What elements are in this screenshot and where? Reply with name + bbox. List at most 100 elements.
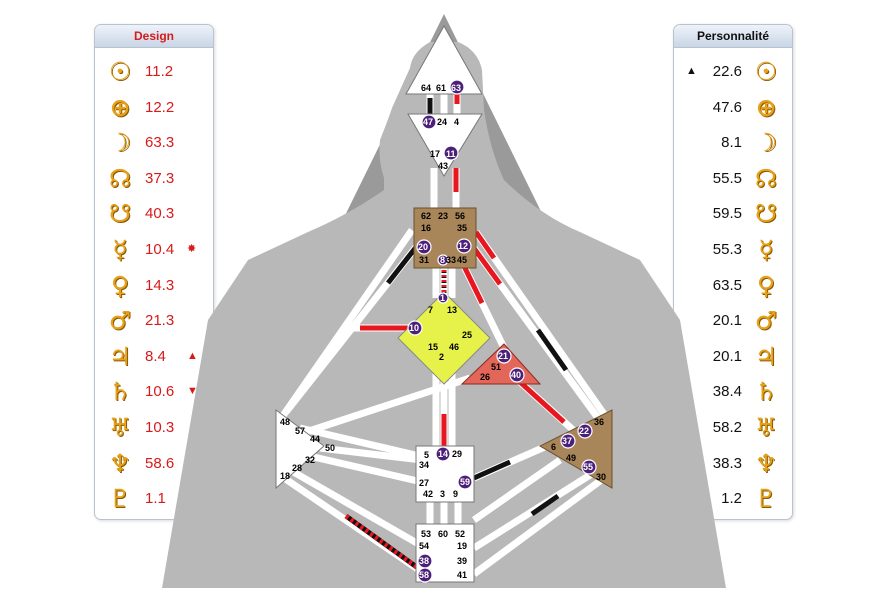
activations-layer	[344, 92, 569, 571]
personality-row-moon: ☽8.1	[674, 127, 792, 161]
south-node-icon: ☋	[754, 199, 778, 229]
gate-label: 60	[438, 529, 448, 539]
design-row-mercury: ☿ 10.4 ✸	[95, 234, 213, 268]
gate-55-marker	[581, 459, 597, 475]
gate-label: 26	[480, 372, 490, 382]
sun-icon: ☉	[108, 57, 132, 86]
gate-label: 58	[419, 570, 429, 580]
gate-1-marker	[437, 292, 449, 304]
personality-value: 20.1	[712, 312, 742, 330]
personality-row-jupiter: ♃ 20.1	[674, 341, 792, 375]
gate-label: 37	[562, 436, 572, 446]
design-value: 58.6	[145, 454, 175, 472]
channel-16-48	[277, 228, 415, 422]
gate-label: 32	[305, 455, 315, 465]
gate-label: 62	[421, 211, 431, 221]
gate-label: 45	[457, 255, 467, 265]
personality-row-venus: ♀63.5	[674, 270, 792, 304]
personality-value: 38.3	[712, 454, 742, 472]
gate-label: 22	[579, 426, 589, 436]
gate-label: 64	[421, 83, 431, 93]
gate-label: 23	[438, 211, 448, 221]
gate-label: 36	[594, 417, 604, 427]
gate-label: 12	[458, 241, 468, 251]
activation-58-red	[344, 513, 420, 571]
gate-label: 6	[551, 442, 556, 452]
personality-row-mercury: ☿55.3	[674, 234, 792, 268]
personality-row-north-node: ☊55.5	[674, 163, 792, 197]
gate-label: 3	[440, 489, 445, 499]
design-value: 40.3	[145, 205, 175, 223]
gate-label: 59	[460, 477, 470, 487]
gate-label: 14	[438, 449, 448, 459]
gate-labels: 64 61 63 47 24 4 17 11 43 62 23 56 16 35…	[280, 83, 606, 580]
venus-icon: ♀	[756, 270, 776, 300]
personality-value: 1.2	[721, 490, 742, 508]
design-value: 11.2	[145, 63, 174, 80]
gate-label: 54	[419, 541, 429, 551]
design-row-north-node: ☊ 37.3	[95, 163, 213, 197]
design-value: 1.1	[145, 490, 166, 508]
earth-icon: ⊕	[109, 92, 131, 122]
gate-label: 47	[423, 117, 433, 127]
pluto-icon: ♇	[108, 484, 132, 514]
uranus-icon: ♅	[754, 413, 778, 442]
gate-label: 56	[455, 211, 465, 221]
gate-label: 19	[457, 541, 467, 551]
gate-label: 52	[455, 529, 465, 539]
gate-label: 30	[596, 472, 606, 482]
gate-label: 2	[439, 352, 444, 362]
personality-row-saturn: ♄38.4	[674, 376, 792, 410]
gate-label: 8	[440, 255, 445, 265]
gate-label: 21	[498, 351, 508, 361]
activation-45-red	[459, 260, 485, 305]
neptune-icon: ♆	[108, 448, 132, 478]
design-value: 37.3	[145, 169, 175, 187]
gate-label: 20	[418, 242, 428, 252]
gate-label: 63	[451, 83, 461, 93]
channel-44-26	[299, 424, 429, 462]
jupiter-icon: ♃	[754, 341, 778, 371]
design-row-south-node: ☋ 40.3	[95, 198, 213, 232]
gate-label: 18	[280, 471, 290, 481]
design-value: 10.4	[145, 241, 175, 258]
personality-value: 55.5	[712, 169, 742, 187]
saturn-icon: ♄	[108, 377, 132, 407]
personality-row-sun: ☉22.6▲	[674, 56, 792, 90]
gate-20-marker	[416, 239, 432, 255]
gate-label: 5	[424, 450, 429, 460]
gate-22-marker	[577, 423, 593, 439]
channel-57-34	[319, 444, 423, 464]
gate-label: 4	[454, 117, 459, 127]
design-row-mars: ♂21.3	[95, 305, 213, 339]
design-marker-icon: ✸	[187, 243, 197, 255]
design-row-saturn: ♄10.6▼	[95, 376, 213, 410]
personality-value: 58.2	[712, 419, 742, 436]
mercury-icon: ☿	[112, 235, 128, 264]
gate-label: 38	[419, 556, 429, 566]
personality-value: 20.1	[712, 347, 742, 365]
design-row-venus: ♀14.3	[95, 270, 213, 304]
activation-55-black	[530, 493, 560, 517]
uranus-icon: ♅	[108, 413, 132, 442]
mercury-icon: ☿	[758, 235, 774, 264]
head-center	[405, 24, 483, 95]
design-marker-icon: ▲	[187, 349, 198, 362]
south-node-icon: ☋	[108, 199, 132, 229]
gate-label: 1	[440, 293, 445, 303]
personality-value: 59.5	[712, 205, 742, 223]
gate-label: 40	[511, 370, 521, 380]
design-marker-icon: ▼	[187, 385, 198, 398]
personality-value: 8.1	[721, 134, 742, 152]
personality-row-mars: ♂ 20.1	[674, 305, 792, 339]
design-row-neptune: ♆ 58.6	[95, 448, 213, 482]
gate-label: 9	[453, 489, 458, 499]
design-panel-title: Design	[95, 25, 213, 48]
design-value: 10.3	[145, 419, 175, 436]
north-node-icon: ☊	[108, 163, 132, 193]
mars-icon: ♂	[754, 306, 778, 336]
personality-row-pluto: ♇1.2	[674, 483, 792, 517]
gate-label: 61	[436, 83, 446, 93]
earth-icon: ⊕	[755, 92, 777, 122]
